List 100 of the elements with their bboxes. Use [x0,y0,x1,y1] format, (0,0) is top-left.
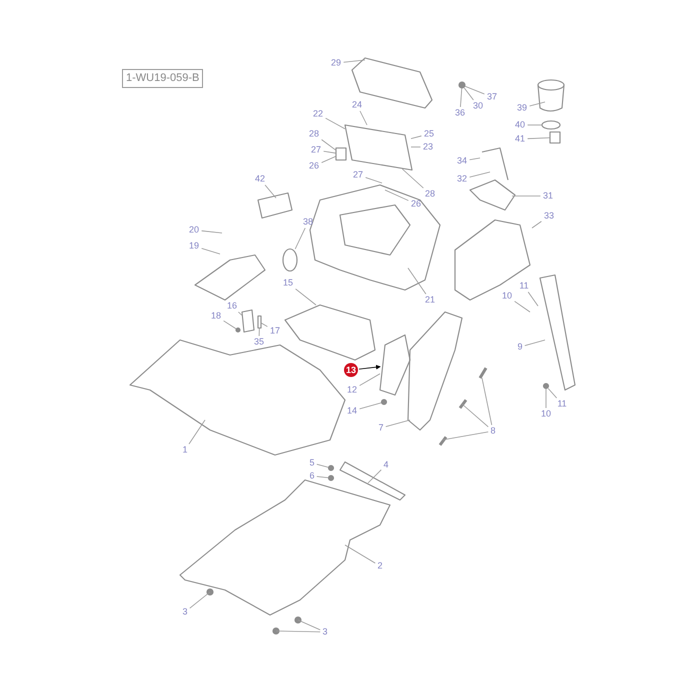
panel-part [241,309,255,333]
callout-number: 29 [331,58,341,68]
callout-number: 27 [353,170,363,180]
leader-line [359,402,382,410]
callout-number: 28 [425,188,435,200]
leader-line [360,110,368,126]
callout-number: 20 [189,224,199,236]
leader-line [529,102,546,106]
leader-line [524,340,546,346]
callout-number: 1 [182,444,188,456]
ring-part [541,120,561,130]
leader-line [359,373,380,386]
callout-number: 9 [518,342,522,352]
leader-line [528,292,538,306]
leader-line [295,288,316,306]
leader-line [462,404,489,428]
callout-number: 3 [182,606,188,618]
clip-part [335,147,347,161]
leader-line [223,320,236,330]
screw-part [458,81,466,89]
ring-part [282,248,298,272]
leader-line [410,146,421,148]
callout-number: 39 [517,102,527,114]
callout-number: 37 [487,92,497,102]
leader-line [316,476,329,478]
drawing-number-label: 1-WU19-059-B [122,69,204,88]
leader-line [527,124,542,126]
callout-number: 22 [313,108,323,120]
callout-number: 4 [384,460,388,470]
screw-part [380,398,388,406]
leader-line [276,630,321,632]
callout-number: 11 [519,280,529,292]
leader-line [402,168,424,188]
leader-line [238,312,242,316]
callout-number: 17 [270,326,280,336]
leader-line [325,118,346,130]
leader-line [323,150,336,154]
callout-number: 23 [423,142,433,152]
leader-line [464,86,485,94]
callout-number: 6 [310,470,314,482]
leader-line [344,544,376,564]
leader-line [258,328,260,336]
callout-number: 19 [189,240,199,252]
leader-line [189,592,210,609]
screw-part [542,382,550,390]
callout-number: 24 [352,100,362,110]
callout-number: 16 [227,300,237,312]
callout-number: 18 [211,310,221,322]
callout-number: 21 [425,294,435,306]
leader-line [201,230,222,234]
callout-number: 15 [283,278,293,288]
leader-line [527,137,550,140]
screw-part [328,464,334,472]
leader-line [532,220,542,228]
callout-number: 2 [378,560,382,572]
callout-number: 34 [457,156,467,166]
callout-number: 42 [255,174,265,184]
screw-part [235,327,241,333]
leader-arrow [358,364,381,370]
callout-number: 26 [411,198,421,210]
leader-line [188,420,206,444]
leader-line [368,469,382,484]
leader-line [469,172,490,178]
leader-line [514,300,530,312]
leader-line [548,388,558,398]
callout-number: 7 [378,422,384,434]
callout-number: 35 [254,336,264,348]
leader-line [343,60,366,63]
leader-line [410,136,422,139]
clip-part [549,131,561,144]
callout-number: 10 [541,408,551,420]
leader-line [365,177,382,184]
callout-number: 8 [490,426,496,436]
leader-line [294,228,306,250]
leader-line [384,190,409,201]
callout-number: 40 [515,120,525,130]
callout-number: 27 [311,144,321,156]
leader-line [442,431,489,440]
leader-line [482,378,492,426]
leader-line [321,156,336,164]
leader-line [460,88,462,108]
callout-number: 36 [455,108,465,118]
leader-line [298,620,321,630]
callout-number: 12 [347,384,357,396]
leader-line [469,158,480,160]
leader-line [316,464,329,468]
clip-part [257,315,262,329]
leader-line [201,248,220,254]
leader-line [464,88,474,100]
callout-number: 30 [473,100,483,112]
panel-part [344,124,413,171]
callout-number: 38 [303,216,313,228]
leader-line [260,322,268,327]
callout-number: 3 [322,626,328,638]
callout-number: 33 [544,210,554,222]
leader-line [385,420,410,428]
callout-number: 41 [515,134,525,144]
callout-number: 5 [310,458,314,468]
callout-number: 25 [424,128,434,140]
panel-part [379,334,411,396]
